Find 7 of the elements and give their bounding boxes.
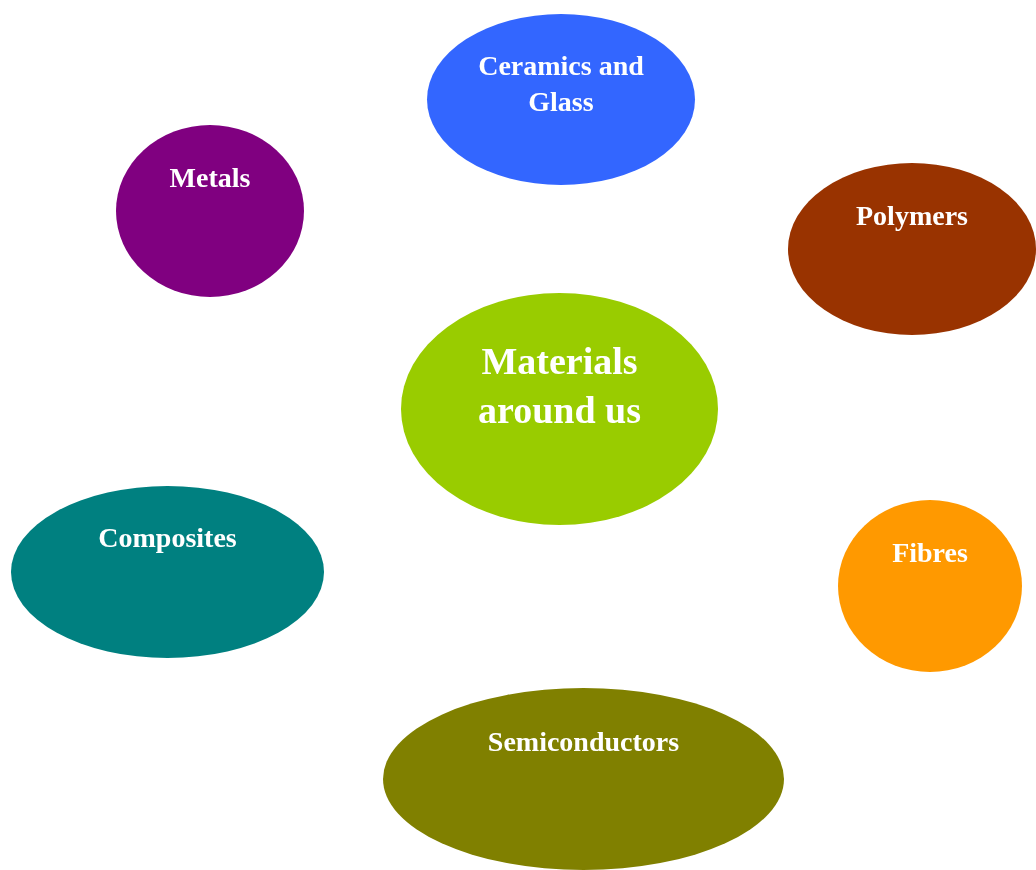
- node-label: Ceramics and Glass: [477, 49, 645, 120]
- node-label: Metals: [169, 161, 251, 195]
- node-label: Fibres: [892, 536, 968, 570]
- node-label: Semiconductors: [487, 725, 680, 759]
- node-label: Polymers: [856, 199, 968, 233]
- node-label: Materials around us: [477, 339, 642, 434]
- node-label: Composites: [98, 521, 237, 555]
